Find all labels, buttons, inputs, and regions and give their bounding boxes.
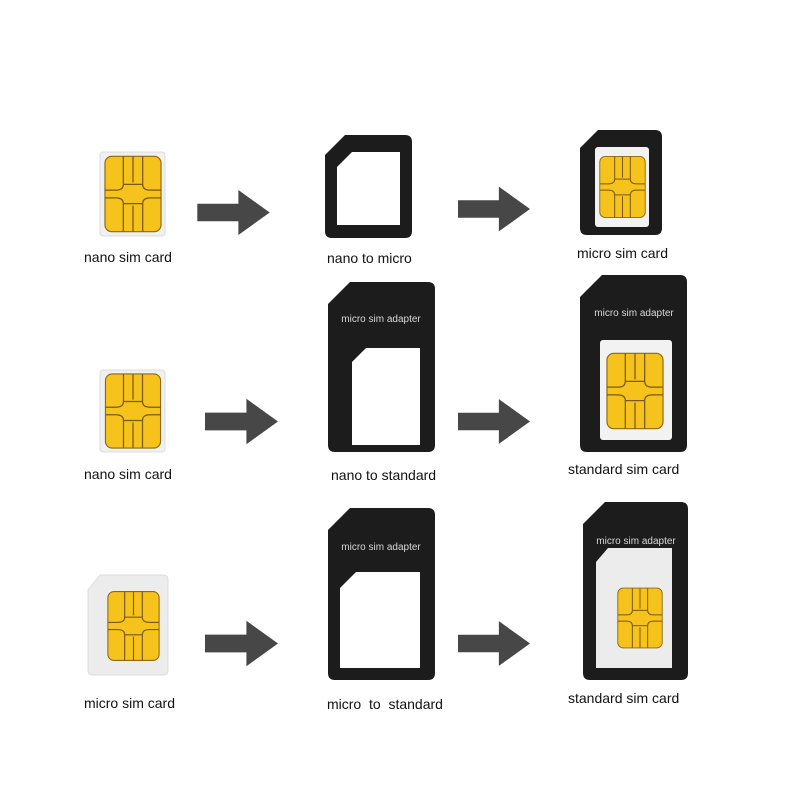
arrow-icon: [458, 399, 530, 444]
label-micro-sim-card: micro sim card: [84, 695, 176, 711]
label-standard-sim-card: standard sim card: [568, 461, 680, 477]
adapter-print-text: micro sim adapter: [341, 542, 421, 553]
arrow-icon: [458, 186, 530, 232]
arrow-icon: [205, 398, 278, 445]
nano-to-micro-adapter: [325, 135, 412, 238]
nano-sim-card-2: [99, 369, 166, 453]
micro-sim-card-result: [580, 130, 662, 235]
label-nano-sim-card: nano sim card: [84, 249, 172, 265]
label-micro-sim-card: micro sim card: [577, 245, 669, 261]
label-micro-to-standard: micro to standard: [327, 696, 443, 712]
nano-to-standard-adapter: micro sim adapter: [328, 282, 435, 452]
label-nano-to-standard: nano to standard: [331, 467, 437, 483]
arrow-icon: [205, 620, 278, 667]
arrow-icon: [458, 621, 530, 666]
standard-sim-card-result-2: micro sim adapter: [583, 502, 688, 680]
adapter-print-text: micro sim adapter: [341, 314, 421, 325]
standard-sim-card-result-1: micro sim adapter: [580, 275, 687, 452]
arrow-icon: [197, 190, 270, 235]
label-standard-sim-card: standard sim card: [568, 690, 680, 706]
nano-sim-card-1: [99, 151, 166, 237]
adapter-print-text: micro sim adapter: [594, 308, 674, 319]
label-nano-to-micro: nano to micro: [327, 250, 412, 266]
adapter-print-text: micro sim adapter: [596, 536, 676, 547]
micro-sim-card-source: [87, 574, 169, 676]
micro-to-standard-adapter: micro sim adapter: [328, 508, 435, 680]
label-nano-sim-card: nano sim card: [84, 466, 172, 482]
